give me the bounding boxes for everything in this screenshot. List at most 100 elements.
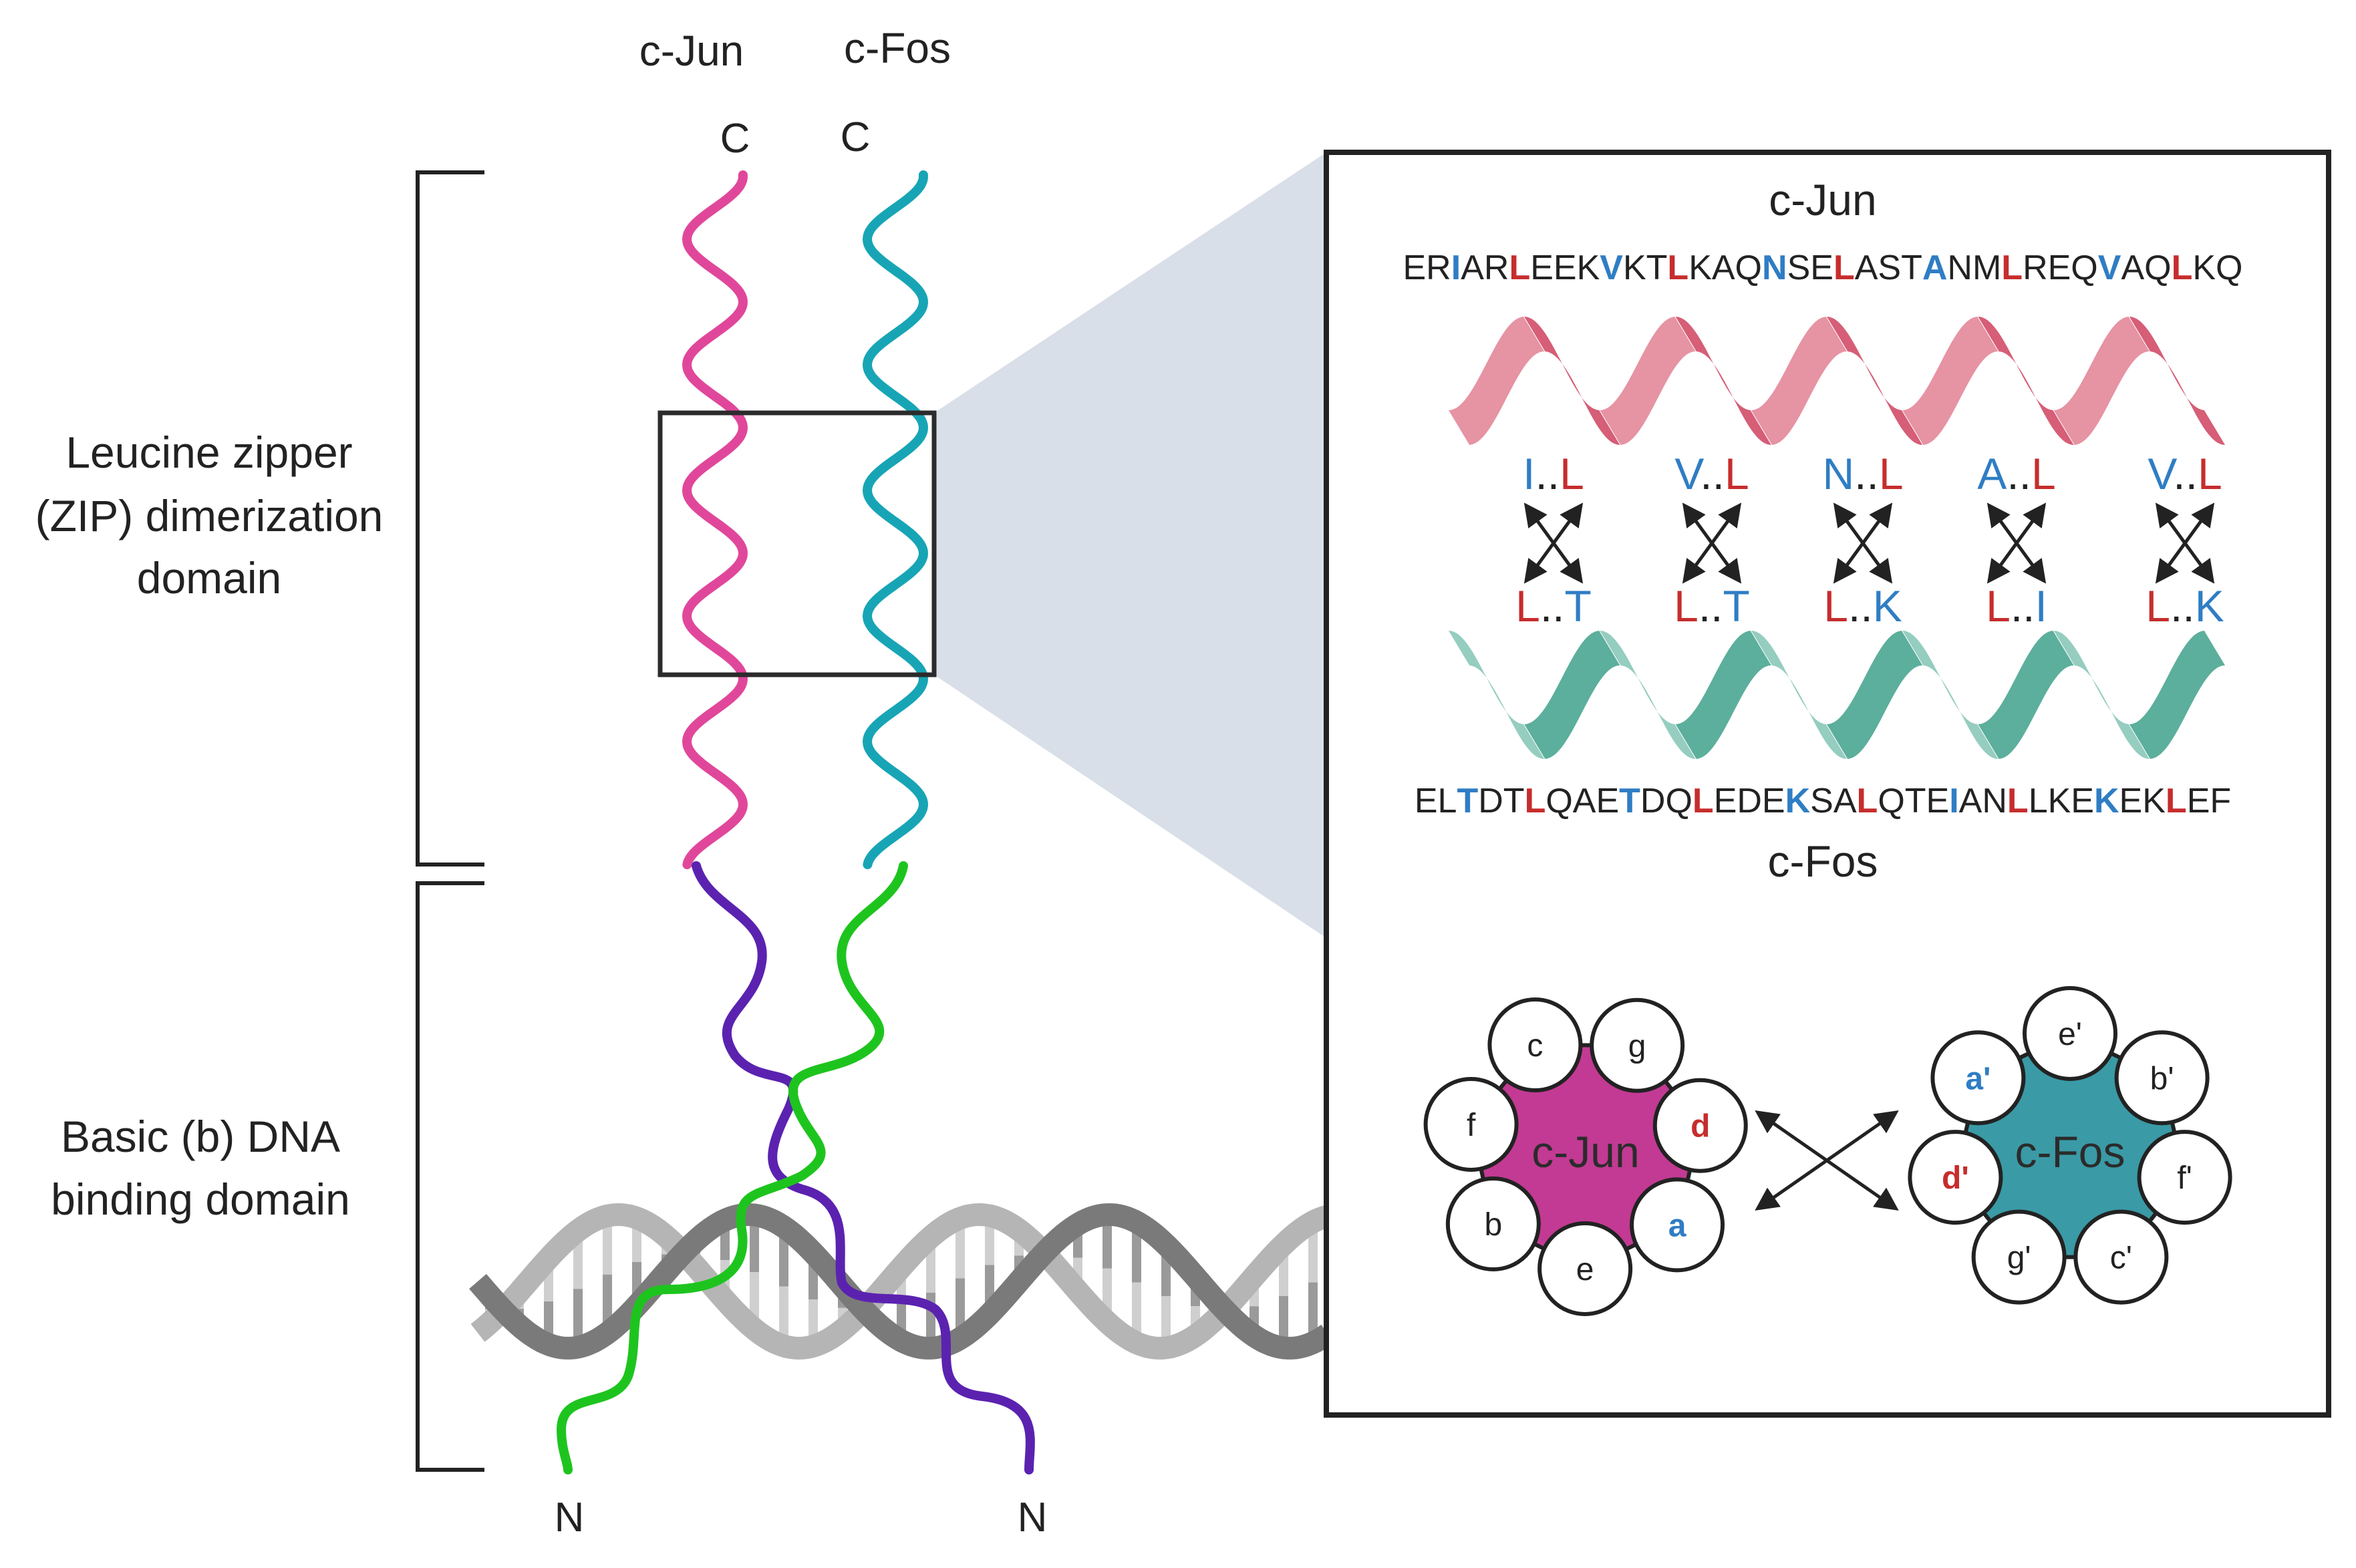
fos-heptad-position — [1971, 1209, 2067, 1305]
sequence-segment: L — [1833, 249, 1855, 287]
sequence-segment: AST — [1855, 249, 1922, 287]
helix-segment — [1751, 317, 1847, 445]
pair-arrow — [1523, 502, 1584, 584]
fos-c-terminus-label: C — [841, 114, 871, 160]
fos-heptad-letter: e' — [2058, 1017, 2082, 1052]
fos-heptad-position — [1930, 1030, 2026, 1126]
fos-pair-label: L..K — [2146, 581, 2224, 631]
jun-heptad-position — [1630, 1177, 1725, 1273]
sequence-segment: DT — [1478, 782, 1524, 820]
pair-arrow — [1682, 502, 1742, 584]
jun-top-label: c-Jun — [639, 27, 744, 75]
jun-c-terminus-label: C — [720, 116, 750, 162]
sequence-segment: L — [1525, 782, 1546, 820]
fos-heptad-letter: g' — [2007, 1241, 2031, 1276]
sequence-segment: EEK — [1530, 249, 1600, 287]
fos-heptad-position — [2073, 1209, 2169, 1305]
zip-label-line3: domain — [137, 553, 281, 603]
jun-heptad-position — [1590, 997, 1685, 1093]
dna-strand-dark — [469, 1203, 1334, 1360]
n-terminus-left-label: N — [555, 1495, 585, 1541]
helix-segment — [1827, 317, 1923, 445]
sequence-segment: L — [1692, 782, 1714, 820]
jun-heptad-letter: e — [1576, 1252, 1594, 1287]
helix-segment — [1902, 631, 1999, 759]
helix-segment — [1978, 317, 2074, 445]
sequence-segment: AN — [1959, 782, 2007, 820]
sequence-segment: AR — [1461, 249, 1509, 287]
sequence-segment: KQ — [2192, 249, 2242, 287]
pair-arrow — [1833, 502, 1893, 584]
dna-double-helix — [469, 1203, 1334, 1360]
fos-pair-label: L..I — [1986, 581, 2047, 631]
zip-bracket — [416, 170, 484, 867]
jun-heptad-position — [1652, 1078, 1748, 1173]
sequence-segment: L — [2001, 249, 2023, 287]
sequence-segment: QAE — [1545, 782, 1619, 820]
sequence-segment: L — [2166, 782, 2187, 820]
sequence-segment: L — [1857, 782, 1878, 820]
sequence-segment: SE — [1787, 249, 1833, 287]
fos-heptad-letter: d' — [1942, 1160, 1969, 1196]
sequence-segment: NM — [1947, 249, 2001, 287]
dna-label-line1: Basic (b) DNA — [61, 1112, 340, 1161]
jun-heptad-position — [1445, 1177, 1541, 1272]
fos-heptad-letter: f' — [2177, 1160, 2192, 1196]
zip-label-line1: Leucine zipper — [65, 428, 352, 477]
helix-segment — [1449, 317, 1545, 445]
jun-basic-strand — [692, 861, 1035, 1474]
jun-heptad-position — [1537, 1221, 1633, 1316]
sequence-segment: EDE — [1714, 782, 1785, 820]
jun-pair-label: N..L — [1822, 449, 1903, 498]
jun-pair-label: V..L — [1674, 449, 1749, 498]
sequence-segment: AQ — [2121, 249, 2171, 287]
sequence-segment: L — [2172, 249, 2193, 287]
fos-heptad-position — [1908, 1130, 2003, 1225]
jun-pair-label: I..L — [1523, 449, 1584, 498]
helix-segment — [1600, 631, 1696, 759]
helix-segment — [1827, 631, 1923, 759]
fos-top-label: c-Fos — [844, 24, 951, 72]
helix-segment — [1751, 631, 1847, 759]
helix-segment — [2129, 631, 2225, 759]
sequence-segment: REQ — [2023, 249, 2098, 287]
helix-segment — [1524, 631, 1620, 759]
sequence-segment: T — [1457, 782, 1478, 820]
sequence-segment: ER — [1403, 249, 1451, 287]
pair-arrow — [1986, 502, 2047, 584]
sequence-segment: EL — [1415, 782, 1457, 820]
helix-segment — [1524, 317, 1620, 445]
panel-jun-title: c-Jun — [1769, 175, 1876, 224]
helix-segment — [1675, 317, 1771, 445]
sequence-segment: V — [2098, 249, 2121, 287]
jun-heptad-letter: g — [1628, 1029, 1646, 1064]
jun-wheel-label: c-Jun — [1531, 1127, 1639, 1177]
fos-wheel-label: c-Fos — [2015, 1127, 2125, 1177]
fos-zipper-strand — [862, 170, 928, 869]
dna-strand-light — [470, 1203, 1331, 1360]
fos-heptad-position — [2137, 1130, 2232, 1225]
sequence-segment: I — [1949, 782, 1958, 820]
fos-heptad-position — [2114, 1030, 2210, 1126]
helix-segment — [1600, 317, 1696, 445]
jun-helix-ribbon — [1449, 317, 2225, 445]
helix-segment — [1449, 631, 1545, 759]
jun-heptad-letter: d — [1690, 1109, 1710, 1144]
jun-sequence: ERIARLEEKVKTLKAQNSELASTANMLREQVAQLKQ — [1403, 249, 2243, 287]
fos-pair-label: L..T — [1674, 581, 1750, 631]
fos-basic-strand — [556, 861, 908, 1474]
fos-pair-label: L..K — [1823, 581, 1902, 631]
sequence-segment: LKE — [2029, 782, 2094, 820]
jun-pair-label: A..L — [1977, 449, 2055, 498]
jun-heptad-letter: f — [1467, 1108, 1476, 1143]
wheel-arrow-a-to-d-prime — [1755, 1110, 1899, 1211]
sequence-segment: L — [2007, 782, 2029, 820]
sequence-segment: SA — [1810, 782, 1857, 820]
dna-binding-bracket — [416, 881, 484, 1472]
zoom-projection — [934, 152, 1326, 938]
jun-zipper-strand — [682, 170, 748, 869]
helix-segment — [1978, 631, 2074, 759]
